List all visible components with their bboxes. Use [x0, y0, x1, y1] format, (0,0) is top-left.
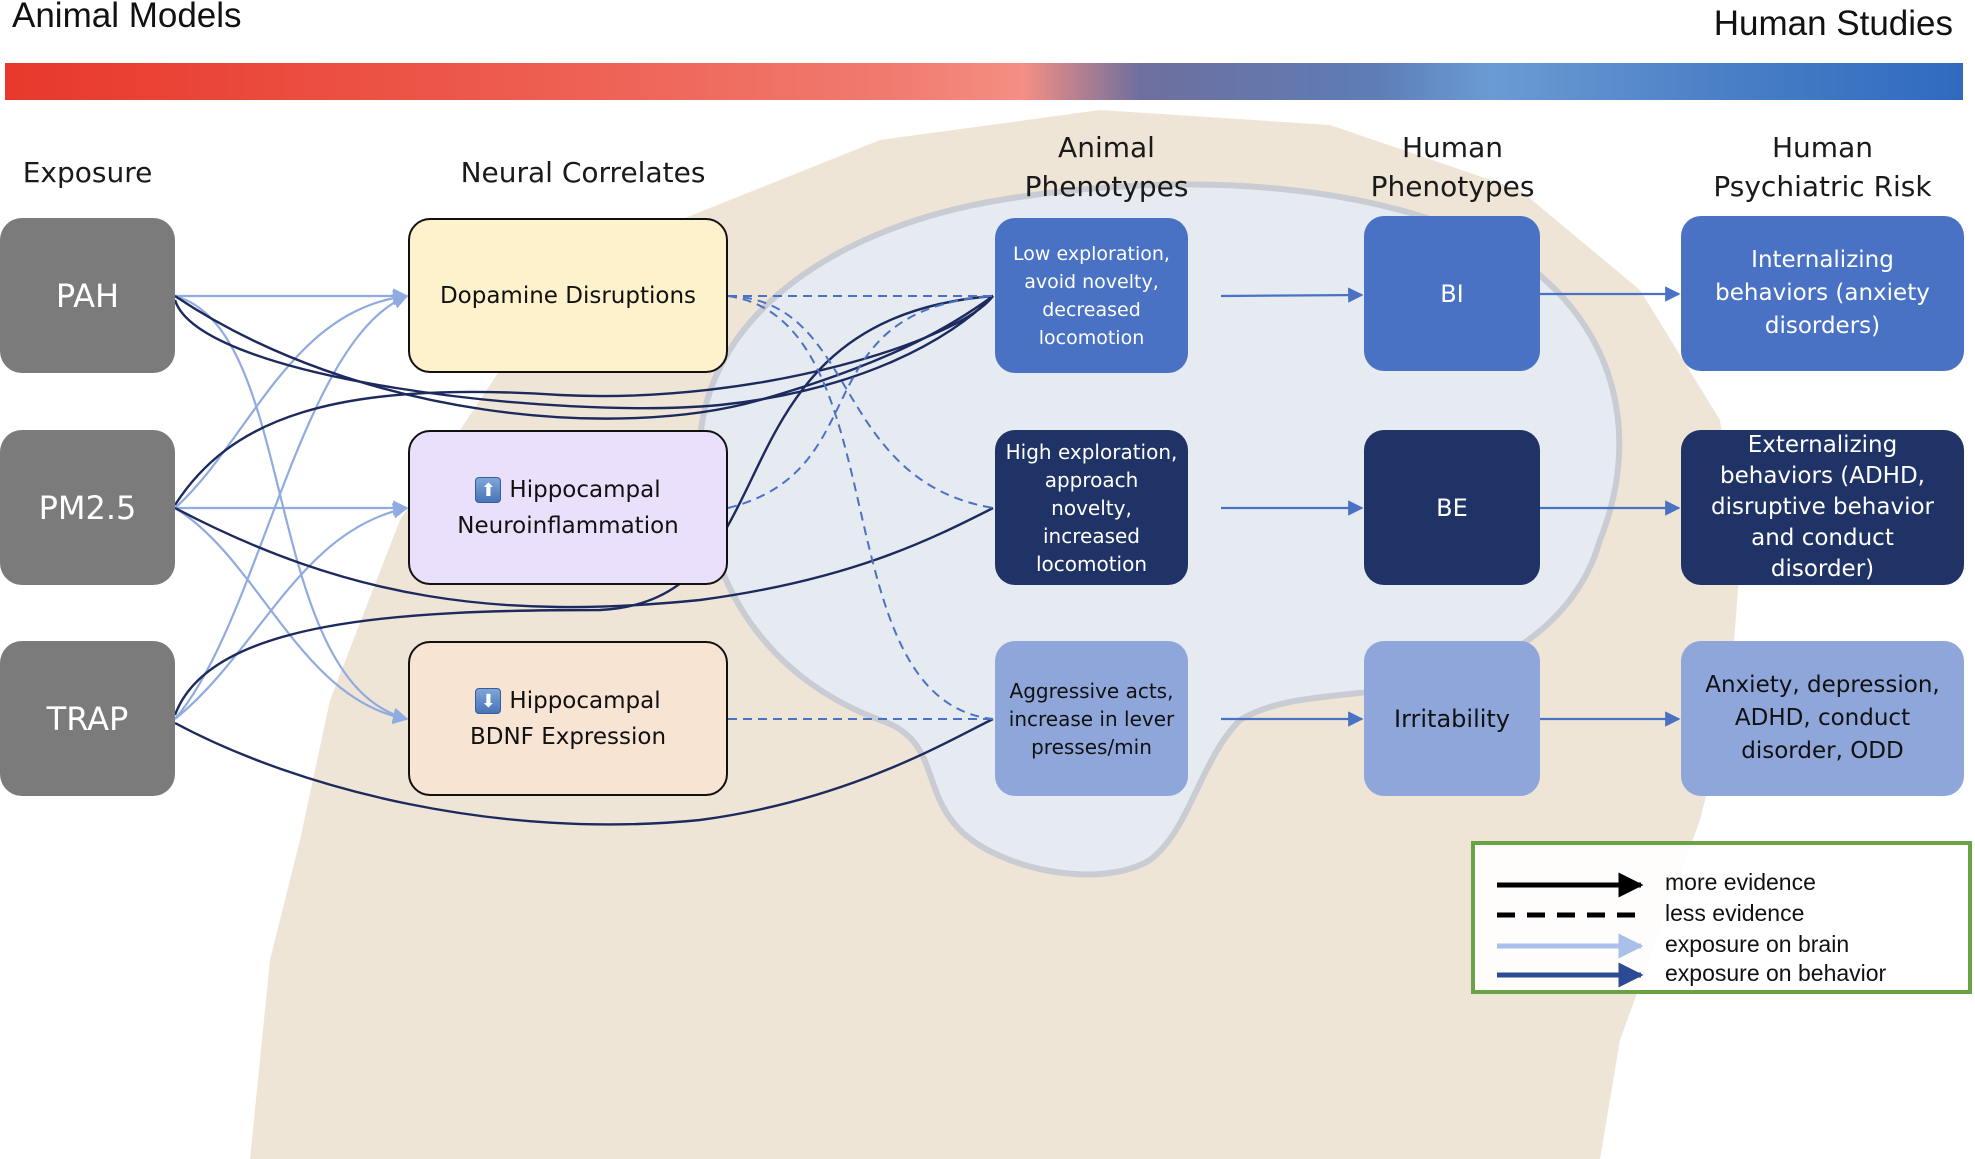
neural-bdnf-line1: Hippocampal [509, 687, 661, 714]
neural-bdnf-line2: BDNF Expression [469, 723, 667, 750]
neural-dopamine-label: Dopamine Disruptions [439, 282, 697, 309]
human-phenotype-bi: BI [1364, 216, 1540, 371]
link-trap-neuroinflammation [174, 503, 409, 720]
legend-swatches [1497, 872, 1644, 988]
risk-externalizing: Externalizing behaviors (ADHD, disruptiv… [1681, 430, 1964, 585]
column-heading-neural: Neural Correlates [460, 156, 706, 189]
exposure-pah: PAH [0, 218, 175, 373]
legend-label-more-evidence: more evidence [1665, 869, 1816, 895]
link-pm25-bdnf [174, 507, 409, 725]
risk-anxiety-depression: Anxiety, depression, ADHD, conduct disor… [1681, 641, 1964, 796]
link-neuroinflammation-low-exploration [727, 295, 994, 509]
neural-neuroinflammation-line1: Hippocampal [509, 476, 661, 503]
down-arrow-icon: ⬇ [475, 687, 502, 714]
column-heading-animal: Animal Phenotypes [1024, 131, 1189, 203]
animal-phenotype-aggressive: Aggressive acts, increase in lever press… [995, 641, 1188, 796]
neural-neuroinflammation-line2: Neuroinflammation [457, 512, 679, 539]
legend-label-exposure-brain: exposure on brain [1665, 931, 1850, 957]
human-phenotype-irritability: Irritability [1364, 641, 1540, 796]
animal-to-human-gradient-bar [5, 63, 1963, 100]
neural-hippocampal-bdnf: ⬇ Hippocampal BDNF Expression [408, 641, 728, 796]
column-heading-risk: Human Psychiatric Risk [1713, 131, 1932, 203]
column-heading-human: Human Phenotypes [1370, 131, 1535, 203]
link-dopamine-aggressive [727, 295, 994, 720]
neural-hippocampal-neuroinflammation: ⬆ Hippocampal Neuroinflammation [408, 430, 728, 585]
link-trap-aggressive [174, 717, 994, 826]
link-low-exploration-bi [1220, 287, 1364, 303]
link-pah-low-exploration-b [174, 295, 994, 420]
link-pm25-high-exploration [174, 506, 994, 609]
exposure-trap: TRAP [0, 641, 175, 796]
link-trap-dopamine [174, 294, 409, 720]
up-arrow-icon: ⬆ [475, 476, 502, 503]
neural-dopamine-disruptions: Dopamine Disruptions [408, 218, 728, 373]
animal-models-title: Animal Models [12, 0, 242, 35]
link-pah-low-exploration [173, 295, 994, 410]
column-heading-exposure: Exposure [22, 156, 153, 189]
link-dopamine-high-exploration [727, 295, 994, 509]
link-pm25-dopamine [174, 290, 409, 509]
animal-phenotype-high-exploration: High exploration, approach novelty, incr… [995, 430, 1188, 585]
legend: more evidence less evidence exposure on … [1471, 841, 1972, 994]
link-pah-bdnf [174, 294, 409, 723]
legend-label-less-evidence: less evidence [1665, 900, 1805, 926]
legend-label-exposure-behavior: exposure on behavior [1665, 960, 1887, 986]
exposure-pm25: PM2.5 [0, 430, 175, 585]
human-phenotype-be: BE [1364, 430, 1540, 585]
risk-internalizing: Internalizing behaviors (anxiety disorde… [1681, 216, 1964, 371]
animal-phenotype-low-exploration: Low exploration, avoid novelty, decrease… [995, 218, 1188, 373]
human-studies-title: Human Studies [1713, 4, 1953, 43]
